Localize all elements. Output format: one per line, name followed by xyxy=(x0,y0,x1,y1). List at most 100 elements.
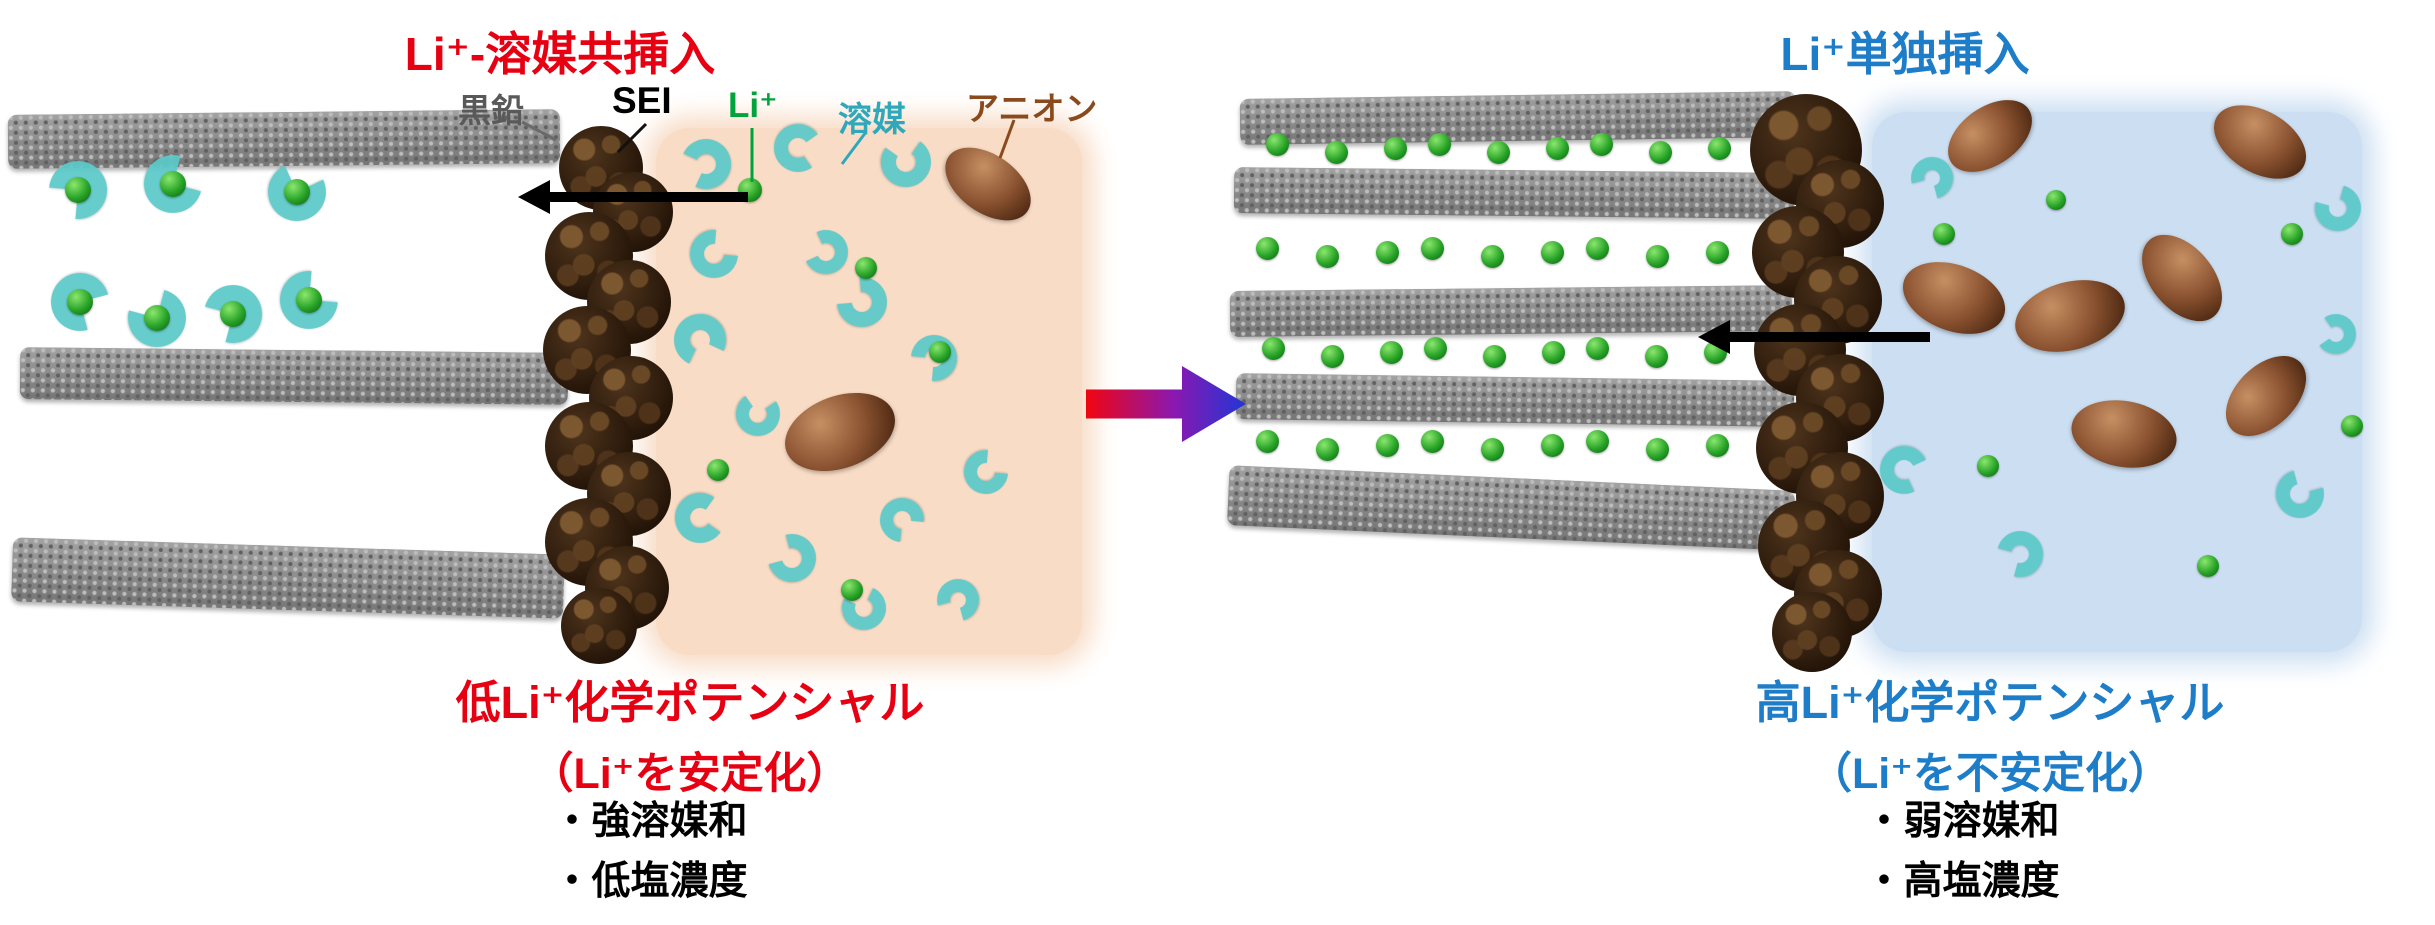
left-potential-line1: 低Li⁺化学ポテンシャル xyxy=(455,677,925,728)
li-ion-icon xyxy=(1545,136,1569,160)
solvent-molecule-icon xyxy=(2267,461,2333,527)
li-ion-icon xyxy=(1486,140,1510,164)
solvent-molecule-icon xyxy=(2312,310,2360,358)
left-bullet-1: ・強溶媒和 xyxy=(552,800,748,843)
li-ion-icon xyxy=(1648,140,1672,164)
li-ion-icon xyxy=(855,257,877,279)
li-ion-label: Li⁺ xyxy=(728,86,778,125)
graphite-label: 黒鉛 xyxy=(458,92,524,129)
li-ion-icon xyxy=(1645,244,1669,268)
li-ion-icon xyxy=(707,459,729,481)
right-title: Li⁺単独挿入 xyxy=(1780,28,2030,80)
right-bullet-list: ・弱溶媒和 ・高塩濃度 xyxy=(1762,786,2162,906)
right-insertion-arrow-head-icon xyxy=(1698,320,1730,354)
solvent-molecule-icon xyxy=(877,133,935,191)
li-ion-icon xyxy=(1324,140,1348,164)
li-ion-icon xyxy=(1645,437,1669,461)
right-potential-line2: （Li⁺を不安定化） xyxy=(1809,750,2171,798)
left-potential-caption: 低Li⁺化学ポテンシャル （Li⁺を安定化） xyxy=(380,666,1000,801)
li-ion-icon xyxy=(1427,132,1451,156)
li-ion-icon xyxy=(1585,236,1609,260)
li-ion-icon xyxy=(1375,240,1399,264)
left-title: Li⁺-溶媒共挿入 xyxy=(404,28,716,80)
anion-icon xyxy=(774,378,906,486)
left-bullet-list: ・強溶媒和 ・低塩濃度 xyxy=(450,786,850,906)
li-ion-icon xyxy=(841,579,863,601)
anion-icon xyxy=(2126,219,2238,337)
li-ion-icon xyxy=(160,171,186,197)
solvent-molecule-icon xyxy=(2306,176,2370,240)
li-ion-icon xyxy=(1480,437,1504,461)
solvent-molecule-icon xyxy=(732,388,784,440)
left-insertion-arrow-shaft xyxy=(546,192,748,202)
left-potential-line2: （Li⁺を安定化） xyxy=(530,750,850,798)
sei-blob xyxy=(561,588,637,664)
right-potential-line1: 高Li⁺化学ポテンシャル xyxy=(1755,677,2225,728)
li-ion-icon xyxy=(1320,344,1344,368)
li-ion-icon xyxy=(144,305,170,331)
li-ion-icon xyxy=(1977,455,1999,477)
li-ion-icon xyxy=(1255,236,1279,260)
li-ion-icon xyxy=(1585,429,1609,453)
solvent-molecule-icon xyxy=(666,306,734,374)
left-insertion-arrow xyxy=(518,179,748,215)
li-ion-icon xyxy=(2197,555,2219,577)
li-ion-icon xyxy=(1705,433,1729,457)
li-ion-icon xyxy=(1705,240,1729,264)
graphite-sheet xyxy=(1239,91,1797,145)
graphite-sheet xyxy=(19,347,569,405)
sei-label: SEI xyxy=(612,80,672,121)
graphite-sheet xyxy=(1226,465,1796,551)
solvent-molecule-icon xyxy=(797,223,855,281)
li-ion-icon xyxy=(1707,136,1731,160)
li-ion-icon xyxy=(1540,240,1564,264)
graphite-sheet xyxy=(1235,373,1795,427)
sei-blob xyxy=(1772,592,1852,672)
li-ion-icon xyxy=(2281,223,2303,245)
li-ion-icon xyxy=(2046,190,2066,210)
li-ion-icon xyxy=(67,289,93,315)
li-ion-icon xyxy=(1482,344,1506,368)
left-bullet-2: ・低塩濃度 xyxy=(552,860,748,903)
li-ion-icon xyxy=(1644,344,1668,368)
graphite-sheet xyxy=(1233,167,1795,219)
solvent-molecule-icon xyxy=(770,120,826,176)
li-ion-icon xyxy=(1541,340,1565,364)
li-ion-icon xyxy=(1585,336,1609,360)
solvent-molecule-icon xyxy=(680,220,748,288)
li-ion-icon xyxy=(929,341,951,363)
solvent-molecule-icon xyxy=(1988,522,2052,586)
li-ion-icon xyxy=(284,179,310,205)
anion-icon xyxy=(2201,90,2319,194)
solvent-label: 溶媒 xyxy=(838,101,906,139)
solvent-molecule-icon xyxy=(671,489,729,547)
li-ion-icon xyxy=(1315,244,1339,268)
right-insertion-arrow xyxy=(1698,319,1930,355)
right-bullet-1: ・弱溶媒和 xyxy=(1864,800,2060,843)
right-insertion-arrow-shaft xyxy=(1726,332,1930,342)
li-ion-icon xyxy=(220,301,246,327)
li-ion-icon xyxy=(1255,429,1279,453)
li-ion-icon xyxy=(1420,236,1444,260)
li-ion-icon xyxy=(296,287,322,313)
right-potential-caption: 高Li⁺化学ポテンシャル （Li⁺を不安定化） xyxy=(1680,666,2300,801)
solvent-molecule-icon xyxy=(929,571,987,629)
li-ion-icon xyxy=(65,177,91,203)
solvent-molecule-icon xyxy=(759,525,825,591)
anion-icon xyxy=(2066,392,2182,476)
li-ion-icon xyxy=(1540,433,1564,457)
li-ion-icon xyxy=(1375,433,1399,457)
anion-label: アニオン xyxy=(966,90,1098,127)
right-bullet-2: ・高塩濃度 xyxy=(1864,860,2060,903)
graphite-sheet xyxy=(11,537,565,619)
li-ion-icon xyxy=(1480,244,1504,268)
li-ion-icon xyxy=(1420,429,1444,453)
li-ion-icon xyxy=(1383,136,1407,160)
li-ion-icon xyxy=(2341,415,2363,437)
li-ion-icon xyxy=(1379,340,1403,364)
li-ion-icon xyxy=(1933,223,1955,245)
li-ion-icon xyxy=(1315,437,1339,461)
left-insertion-arrow-head-icon xyxy=(518,180,550,214)
